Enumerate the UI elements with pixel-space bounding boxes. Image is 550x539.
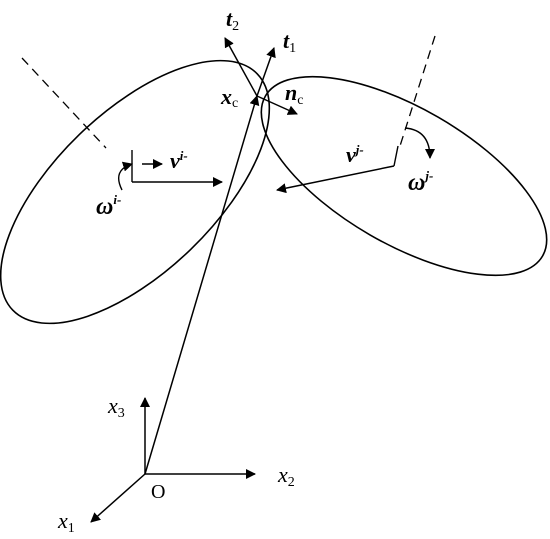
body-i-ellipse xyxy=(0,59,271,325)
label-nc: nc xyxy=(285,80,303,108)
body-j-ellipse xyxy=(260,75,548,277)
rotation-arrow-omega-j xyxy=(404,127,435,159)
normal-vector-nc xyxy=(256,95,298,115)
rotation-arrow-omega-i xyxy=(118,161,133,191)
label-omega-i: ωi- xyxy=(96,192,121,220)
label-v-j: vj- xyxy=(346,142,364,167)
velocity-vector-vj xyxy=(276,165,395,194)
label-origin: O xyxy=(151,481,165,503)
tangent-vector-t2 xyxy=(224,37,258,97)
label-t2: t2 xyxy=(226,6,239,34)
label-t1: t1 xyxy=(283,28,296,56)
label-omega-j: ωj- xyxy=(408,168,433,196)
axis-x1 xyxy=(90,473,146,523)
label-xc: xc xyxy=(220,84,238,111)
label-x3: x3 xyxy=(107,393,125,421)
label-x1: x1 xyxy=(57,508,75,536)
position-vector-xc xyxy=(144,95,260,475)
tangent-vector-t1 xyxy=(256,47,276,97)
label-v-i: vi- xyxy=(170,148,188,173)
body-j-frame-stem xyxy=(393,145,399,167)
body-i-axis-dashed xyxy=(21,57,107,149)
body-j-axis-dashed xyxy=(399,35,436,147)
label-x2: x2 xyxy=(277,462,295,490)
